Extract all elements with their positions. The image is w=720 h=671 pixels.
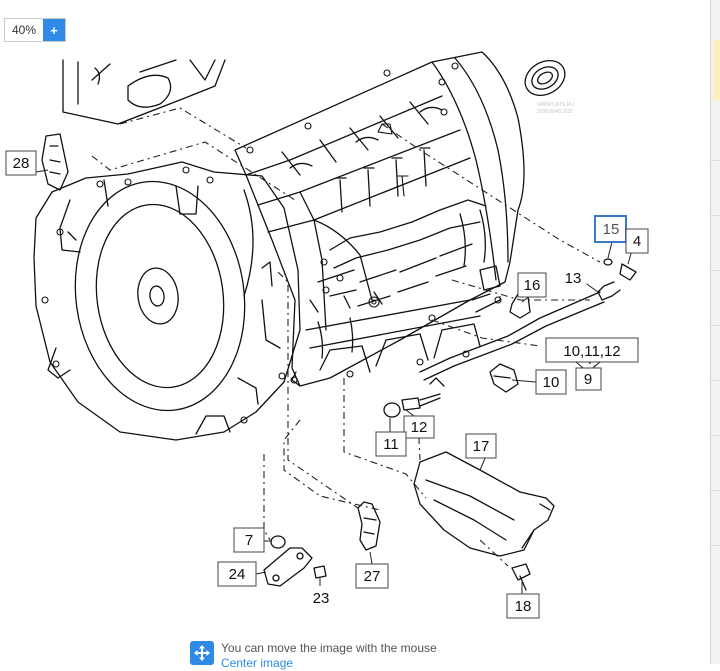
converter-bolts — [41, 166, 286, 424]
part-17-guard[interactable] — [413, 451, 555, 557]
svg-text:23: 23 — [313, 590, 330, 607]
callout-13[interactable]: 13 — [559, 266, 587, 290]
bellhousing-part — [62, 59, 226, 125]
svg-text:28: 28 — [13, 155, 30, 172]
callout-28[interactable]: 28 — [5, 150, 37, 176]
part-10-clip[interactable] — [489, 363, 519, 393]
svg-text:24: 24 — [229, 566, 246, 583]
transmission-case[interactable] — [234, 51, 525, 387]
callout-23[interactable]: 23 — [313, 590, 330, 607]
side-panel-divider — [711, 325, 720, 326]
side-panel-divider — [711, 160, 720, 161]
svg-text:27: 27 — [364, 568, 381, 585]
callout-24[interactable]: 24 — [217, 561, 257, 587]
side-panel-highlight — [713, 40, 720, 100]
callout-7[interactable]: 7 — [233, 527, 265, 553]
svg-text:2030.0040.2021: 2030.0040.2021 — [537, 109, 573, 115]
callout-17[interactable]: 17 — [465, 433, 497, 459]
part-28-bracket[interactable] — [41, 133, 69, 191]
converter-housing[interactable] — [33, 161, 301, 441]
watermark: WWW.CATS.RU 2030.0040.2021 — [537, 102, 574, 115]
svg-text:13: 13 — [565, 270, 582, 287]
side-panel-divider — [711, 435, 720, 436]
diagram-viewer[interactable]: WWW.CATS.RU 2030.0040.2021 28 15 4 13 16… — [0, 0, 700, 664]
svg-text:7: 7 — [245, 532, 253, 549]
part-11-12-hardware[interactable] — [383, 377, 445, 418]
part-27-bracket[interactable] — [357, 501, 381, 551]
part-18-bolt[interactable] — [511, 563, 531, 591]
svg-text:9: 9 — [584, 371, 592, 388]
svg-text:4: 4 — [633, 233, 641, 250]
zoom-control: 40% + — [4, 18, 66, 42]
svg-text:10,11,12: 10,11,12 — [563, 343, 620, 360]
move-icon — [190, 641, 214, 665]
zoom-in-button[interactable]: + — [43, 19, 65, 41]
side-panel-divider — [711, 545, 720, 546]
case-bolts — [246, 62, 502, 384]
svg-text:18: 18 — [515, 598, 532, 615]
side-panel-divider — [711, 270, 720, 271]
callout-16[interactable]: 16 — [517, 272, 547, 298]
svg-text:WWW.CATS.RU: WWW.CATS.RU — [537, 102, 574, 108]
callout-10-11-12[interactable]: 10,11,12 — [545, 337, 639, 363]
pan-hint: You can move the image with the mouse Ce… — [190, 641, 437, 671]
side-panel-divider — [711, 215, 720, 216]
side-panel — [710, 0, 720, 664]
shaft-seal[interactable] — [519, 54, 571, 103]
part-7-24-23-linkage[interactable] — [263, 535, 327, 587]
callout-4[interactable]: 4 — [625, 228, 649, 254]
svg-text:16: 16 — [524, 277, 541, 294]
zoom-level: 40% — [5, 19, 43, 41]
callout-10[interactable]: 10 — [535, 369, 567, 395]
callout-9[interactable]: 9 — [575, 367, 602, 391]
svg-text:12: 12 — [411, 419, 428, 436]
callout-11[interactable]: 11 — [375, 431, 407, 457]
side-panel-divider — [711, 490, 720, 491]
callout-18[interactable]: 18 — [506, 593, 540, 619]
svg-text:11: 11 — [383, 436, 399, 453]
svg-text:15: 15 — [603, 221, 620, 238]
svg-text:17: 17 — [473, 438, 490, 455]
guide-lines — [91, 107, 601, 567]
side-panel-divider — [711, 380, 720, 381]
svg-text:10: 10 — [543, 374, 560, 391]
transmission-diagram[interactable]: WWW.CATS.RU 2030.0040.2021 28 15 4 13 16… — [0, 0, 700, 664]
pan-hint-text: You can move the image with the mouse — [221, 641, 437, 655]
callout-15[interactable]: 15 — [594, 215, 627, 243]
vent-pipe[interactable] — [419, 258, 637, 381]
callout-12[interactable]: 12 — [403, 415, 435, 439]
callout-27[interactable]: 27 — [355, 563, 389, 589]
